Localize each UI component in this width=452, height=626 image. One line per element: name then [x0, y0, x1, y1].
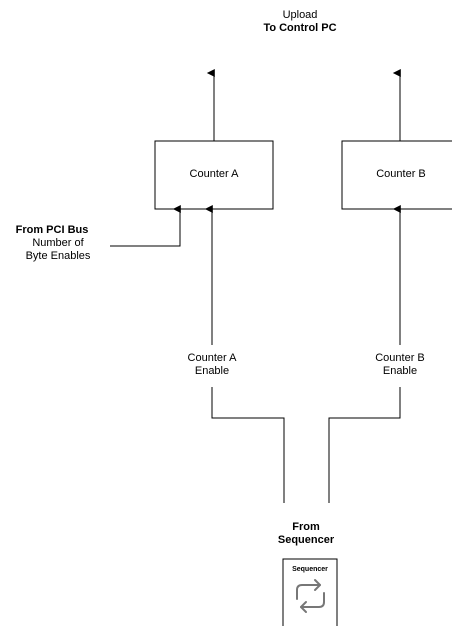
enable-b-route — [328, 387, 401, 503]
enable-a-line-1: Counter A — [187, 352, 237, 364]
counter-b-box — [341, 140, 452, 210]
pci-bus-line-1: Number of — [32, 237, 84, 249]
upload-line-2: To Control PC — [263, 22, 337, 34]
sequencer-icon-label: Sequencer — [292, 566, 328, 573]
from-sequencer-label: From Sequencer — [256, 521, 356, 547]
upload-label: Upload To Control PC — [235, 9, 365, 35]
enable-a-label: Counter A Enable — [162, 352, 262, 378]
enable-b-label: Counter B Enable — [350, 352, 450, 378]
cycle-arrows-icon — [296, 579, 325, 613]
enable-b-line-2: Enable — [382, 365, 418, 377]
pci-bus-label: From PCI Bus Number of Byte Enables — [0, 224, 104, 263]
sequencer-icon-box — [282, 558, 338, 626]
pci-bus-connector — [110, 205, 181, 247]
enable-b-line-1: Counter B — [375, 352, 425, 364]
pci-bus-title: From PCI Bus — [15, 224, 89, 236]
pci-bus-line-2: Byte Enables — [25, 250, 91, 262]
enable-a-route — [211, 387, 285, 503]
enable-a-line-2: Enable — [194, 365, 230, 377]
counter-b-label: Counter B — [376, 168, 426, 180]
counter-a-label: Counter A — [189, 168, 239, 180]
from-sequencer-line-1: From — [292, 521, 320, 533]
from-sequencer-line-2: Sequencer — [277, 534, 335, 546]
counter-a-box — [154, 140, 274, 210]
upload-line-1: Upload — [282, 9, 318, 21]
